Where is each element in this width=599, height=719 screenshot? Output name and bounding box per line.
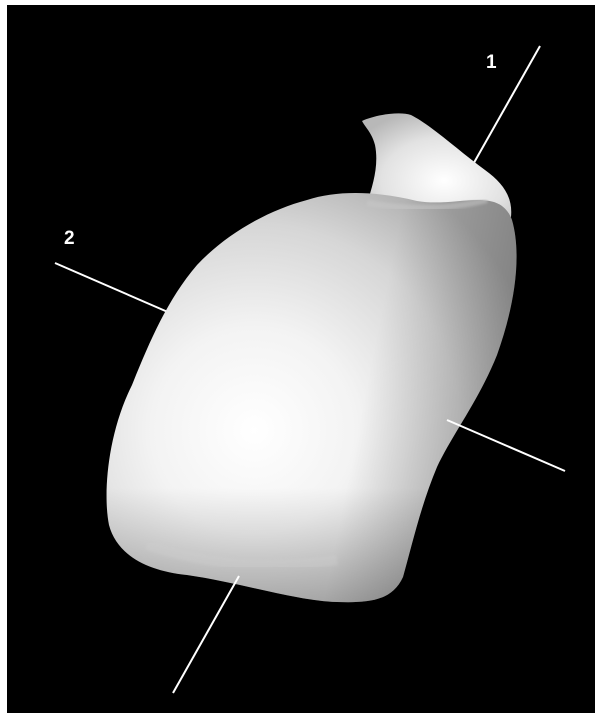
axis-1-line-bottom [173,576,239,693]
render-scene [7,5,595,713]
axis-2-line-left [55,263,177,316]
axis-1-label: 1 [486,53,497,72]
axis-2-line-right [447,420,565,471]
surface-shade-bottom [107,193,517,602]
axis-2-label: 2 [64,229,75,248]
render-viewport: 1 2 [7,5,595,713]
axis-1-line-top [471,46,540,168]
